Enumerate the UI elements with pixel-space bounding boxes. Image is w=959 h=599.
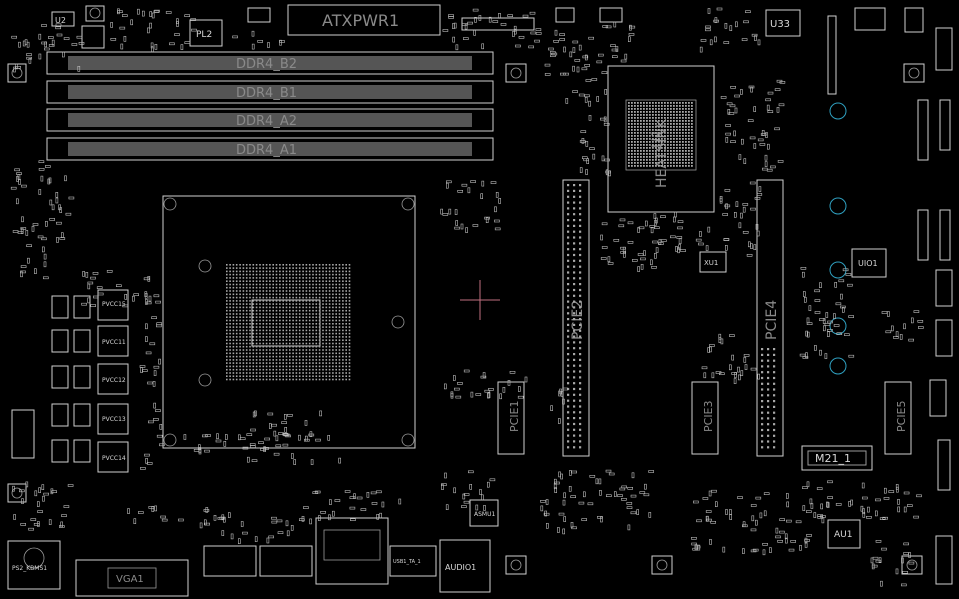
pcie2-slot[interactable]: PCIE2: [562, 179, 590, 457]
pcie5-label: PCIE5: [895, 400, 908, 432]
xu1-chip[interactable]: XU1: [699, 251, 727, 273]
ddr4-slot-b1[interactable]: DDR4_B1: [46, 80, 494, 104]
pcie2-pins-grid: [567, 184, 582, 449]
ddr4-slot-b2[interactable]: DDR4_B2: [46, 51, 494, 75]
ps2-label: PS2_KBMS1: [12, 565, 47, 572]
ddr4-slot-a2[interactable]: DDR4_A2: [46, 108, 494, 132]
u33-chip[interactable]: U33: [765, 9, 801, 37]
pcie2-label: PCIE2: [570, 300, 586, 340]
mounting-holes: [829, 102, 847, 375]
uio1-label: UIO1: [858, 259, 878, 268]
atxpwr1-label: ATXPWR1: [322, 11, 399, 30]
pvcc12-label: PVCC12: [102, 377, 126, 384]
ddr4-b2-label: DDR4_B2: [236, 57, 297, 72]
atxpwr1-connector[interactable]: ATXPWR1: [287, 4, 441, 36]
pvcc15-inductor[interactable]: PVCC15: [97, 289, 129, 321]
u2-label: U2: [55, 16, 66, 25]
pvcc11-label: PVCC11: [102, 339, 126, 346]
m2-slot[interactable]: M21_1: [801, 445, 873, 471]
xu1-label: XU1: [704, 259, 718, 267]
audio-jack[interactable]: AUDIO1: [439, 539, 491, 593]
vga-port[interactable]: VGA1: [75, 559, 189, 597]
pvcc13-inductor[interactable]: PVCC13: [97, 403, 129, 435]
vga-label: VGA1: [116, 574, 144, 585]
pcie1-slot[interactable]: PCIE1: [497, 381, 525, 455]
ddr4-a1-label: DDR4_A1: [236, 143, 297, 158]
smd-components: [10, 7, 924, 587]
pcie4-slot[interactable]: PCIE4: [756, 179, 784, 457]
ddr4-slot-a1[interactable]: DDR4_A1: [46, 137, 494, 161]
vrm-mosfets: [11, 295, 91, 463]
pvcc13-label: PVCC13: [102, 416, 126, 423]
pcie3-slot[interactable]: PCIE3: [691, 381, 719, 455]
pvcc12-inductor[interactable]: PVCC12: [97, 363, 129, 395]
pl2-component[interactable]: PL2: [189, 19, 223, 47]
au1-label: AU1: [834, 530, 852, 540]
pvcc11-inductor[interactable]: PVCC11: [97, 325, 129, 357]
pcie4-label: PCIE4: [764, 300, 780, 340]
crosshair-cursor-icon: [460, 280, 500, 320]
ddr4-a2-label: DDR4_A2: [236, 114, 297, 129]
asmu1-chip[interactable]: ASMU1: [469, 499, 499, 527]
usb-ports[interactable]: [203, 517, 389, 585]
ps2-port[interactable]: PS2_KBMS1: [7, 540, 61, 590]
m2-label: M21_1: [815, 452, 851, 465]
right-edge-headers: [917, 99, 953, 585]
ddr4-b1-label: DDR4_B1: [236, 86, 297, 101]
usb1-label: USB1_TA_1: [393, 559, 421, 565]
heatsink-area[interactable]: HEATSINK U1: [607, 65, 715, 213]
pvcc14-label: PVCC14: [102, 455, 126, 462]
audio1-label: AUDIO1: [445, 563, 476, 572]
au1-chip[interactable]: AU1: [827, 519, 861, 549]
pl2-label: PL2: [196, 30, 212, 40]
pvcc15-label: PVCC15: [102, 301, 126, 308]
cpu-socket[interactable]: [162, 195, 416, 449]
usb1-connector[interactable]: USB1_TA_1: [389, 545, 437, 577]
pvcc14-inductor[interactable]: PVCC14: [97, 441, 129, 473]
uio1-chip[interactable]: UIO1: [851, 248, 887, 278]
asmu1-label: ASMU1: [474, 511, 495, 518]
u33-label: U33: [770, 19, 790, 30]
u2-chip[interactable]: U2: [51, 11, 75, 27]
cpu-pins-grid: [226, 264, 351, 381]
pcie3-label: PCIE3: [702, 400, 715, 432]
chipset-pins-grid: [628, 102, 693, 167]
fiducials: [7, 63, 925, 575]
pcie5-slot[interactable]: PCIE5: [884, 381, 912, 455]
pcie1-label: PCIE1: [508, 400, 521, 432]
pcie4-pins-grid: [761, 348, 776, 449]
